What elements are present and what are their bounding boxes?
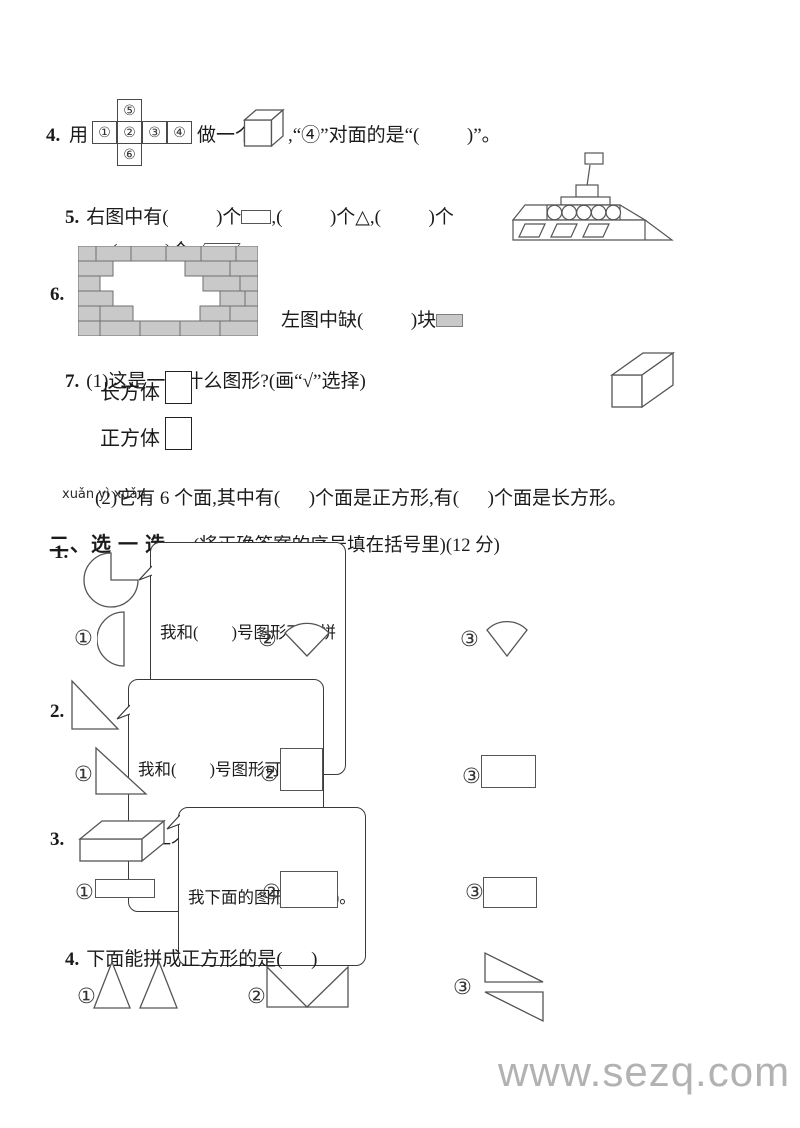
- watermark: www.sezq.com: [498, 1048, 791, 1095]
- half-circle-shape: [97, 611, 125, 667]
- rectangle-icon: [241, 209, 272, 224]
- s2q4-line: 4. 下面能拼成正方形的是( ): [46, 923, 317, 997]
- s2q2-option3-marker: ③: [462, 764, 481, 788]
- s2q4-option1-marker: ①: [77, 984, 96, 1008]
- cuboid-illustration: [609, 351, 676, 409]
- q7-line1: 7. (1)这是一个什么图形?(画“√”选择): [46, 345, 366, 419]
- right-triangle-prompt-shape: [71, 679, 120, 730]
- q4-mid-text: 做一个: [197, 125, 255, 146]
- rectangle-shape: [481, 755, 536, 788]
- two-stacked-triangles-shape: [484, 951, 544, 1023]
- medium-rectangle-shape: [483, 877, 537, 908]
- right-triangle-shape: [95, 746, 148, 795]
- net-cell-1: ①: [92, 121, 117, 144]
- q7-number: 7.: [65, 370, 80, 392]
- q7-label-cube: 正方体: [100, 428, 160, 450]
- fan-sector-shape-wide: [284, 622, 330, 657]
- s2q4-option2-marker: ②: [247, 984, 266, 1008]
- bubble-tail-icon: [116, 704, 130, 720]
- three-quarter-circle-shape: [83, 552, 139, 608]
- large-rectangle-shape: [280, 871, 338, 908]
- s2q4-option3-marker: ③: [453, 975, 472, 999]
- net-cell-2: ②: [117, 121, 142, 144]
- cube-net: ⑤ ① ② ③ ④ ⑥: [92, 99, 193, 169]
- net-cell-6: ⑥: [117, 143, 142, 166]
- bubble3-line1: 我下面的图形是( )。: [188, 888, 356, 908]
- s2q1-number: 1.: [54, 542, 69, 563]
- q6-text: 左图中缺( )块: [281, 309, 437, 331]
- q5-number: 5.: [65, 206, 80, 228]
- brick-icon: [436, 313, 464, 327]
- s2q2-option2-marker: ②: [260, 762, 279, 786]
- net-cell-4: ④: [167, 121, 192, 144]
- pinyin-annotation: xuǎn yì xuǎn: [62, 487, 146, 502]
- q6-number: 6.: [50, 284, 65, 305]
- s2q2-option1-marker: ①: [74, 762, 93, 786]
- q7-part1-text: (1)这是一个什么图形?(画“√”选择): [86, 370, 366, 392]
- s2q3-option3-marker: ③: [465, 880, 484, 904]
- checkbox-cube: [165, 417, 192, 450]
- bubble-tail-icon: [138, 565, 152, 581]
- square-shape: [280, 748, 323, 791]
- q4-pre-text: 用: [69, 125, 89, 146]
- s2q4-text: 下面能拼成正方形的是( ): [86, 948, 318, 970]
- s2q1-option1-marker: ①: [74, 626, 93, 650]
- bubble-tail-icon: [166, 814, 180, 830]
- s2q2-number: 2.: [50, 701, 65, 722]
- thin-rectangle-shape: [95, 879, 155, 898]
- checkbox-cuboid: [165, 371, 192, 404]
- q6-line: 左图中缺( )块: [262, 284, 464, 358]
- s2q1-option2-marker: ②: [258, 627, 277, 651]
- q7-line2: (2)它有 6 个面,其中有( )个面是正方形,有( )个面是长方形。: [76, 462, 627, 536]
- q5-text-b: ,( )个△,( )个: [271, 206, 454, 228]
- net-cell-5: ⑤: [117, 99, 142, 122]
- brick-wall-illustration: [78, 246, 258, 336]
- q4-post-text: ,“④”对面的是“( )”。: [288, 125, 501, 146]
- s2q4-number: 4.: [65, 948, 80, 970]
- q5-line1: 5. 右图中有( )个 ,( )个△,( )个: [46, 181, 454, 255]
- fan-sector-shape-quarter: [486, 621, 528, 658]
- q4-number: 4.: [46, 125, 61, 146]
- q7-label-cuboid: 长方体: [100, 382, 160, 404]
- flat-cuboid-shape: [78, 819, 166, 863]
- s2q3-option1-marker: ①: [75, 880, 94, 904]
- cube-icon: [243, 108, 285, 148]
- s2q1-option3-marker: ③: [460, 627, 479, 651]
- q5-text-a: 右图中有( )个: [86, 206, 242, 228]
- two-isosceles-triangles-shape: [93, 960, 178, 1009]
- s2q3-number: 3.: [50, 829, 65, 850]
- two-right-triangles-shape: [266, 965, 349, 1008]
- boat-illustration: [511, 152, 674, 241]
- q7-part2-text: (2)它有 6 个面,其中有( )个面是正方形,有( )个面是长方形。: [95, 487, 627, 509]
- net-cell-3: ③: [142, 121, 167, 144]
- s2q3-option2-marker: ②: [262, 880, 281, 904]
